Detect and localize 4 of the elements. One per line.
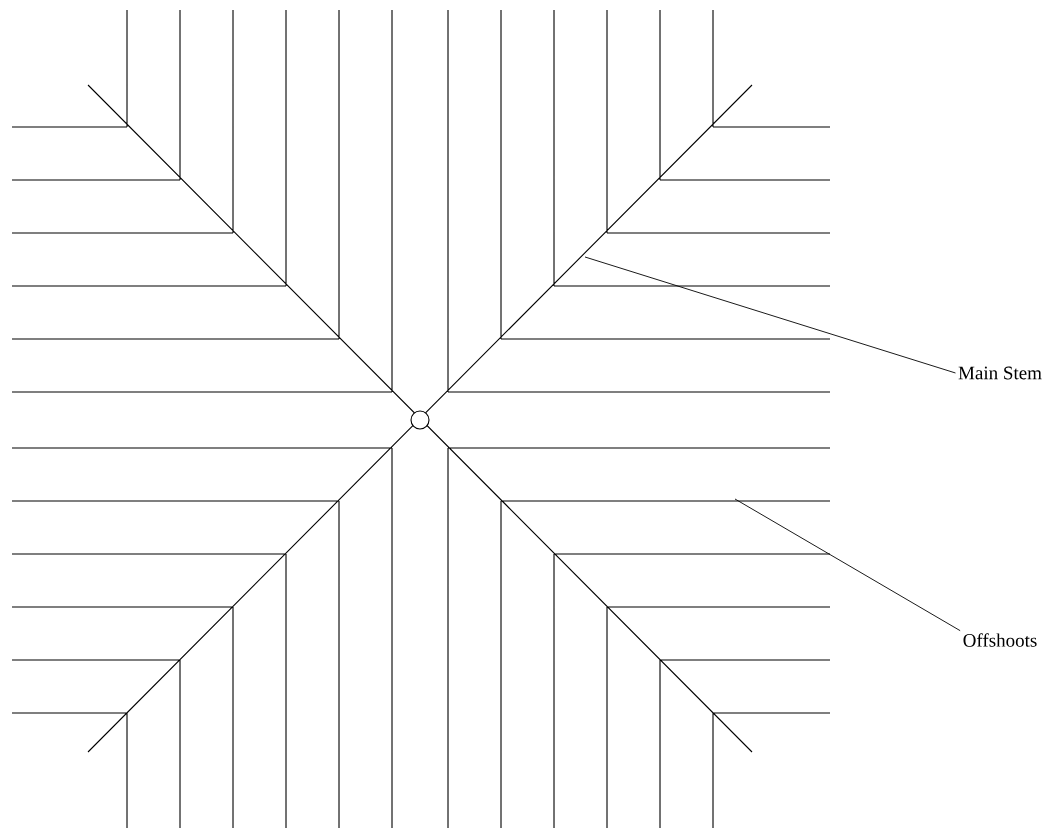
leader-line — [734, 498, 961, 632]
label-text: Main Stem — [958, 366, 1042, 380]
leader-line — [584, 256, 956, 374]
label-text: Offshoots — [963, 633, 1037, 647]
